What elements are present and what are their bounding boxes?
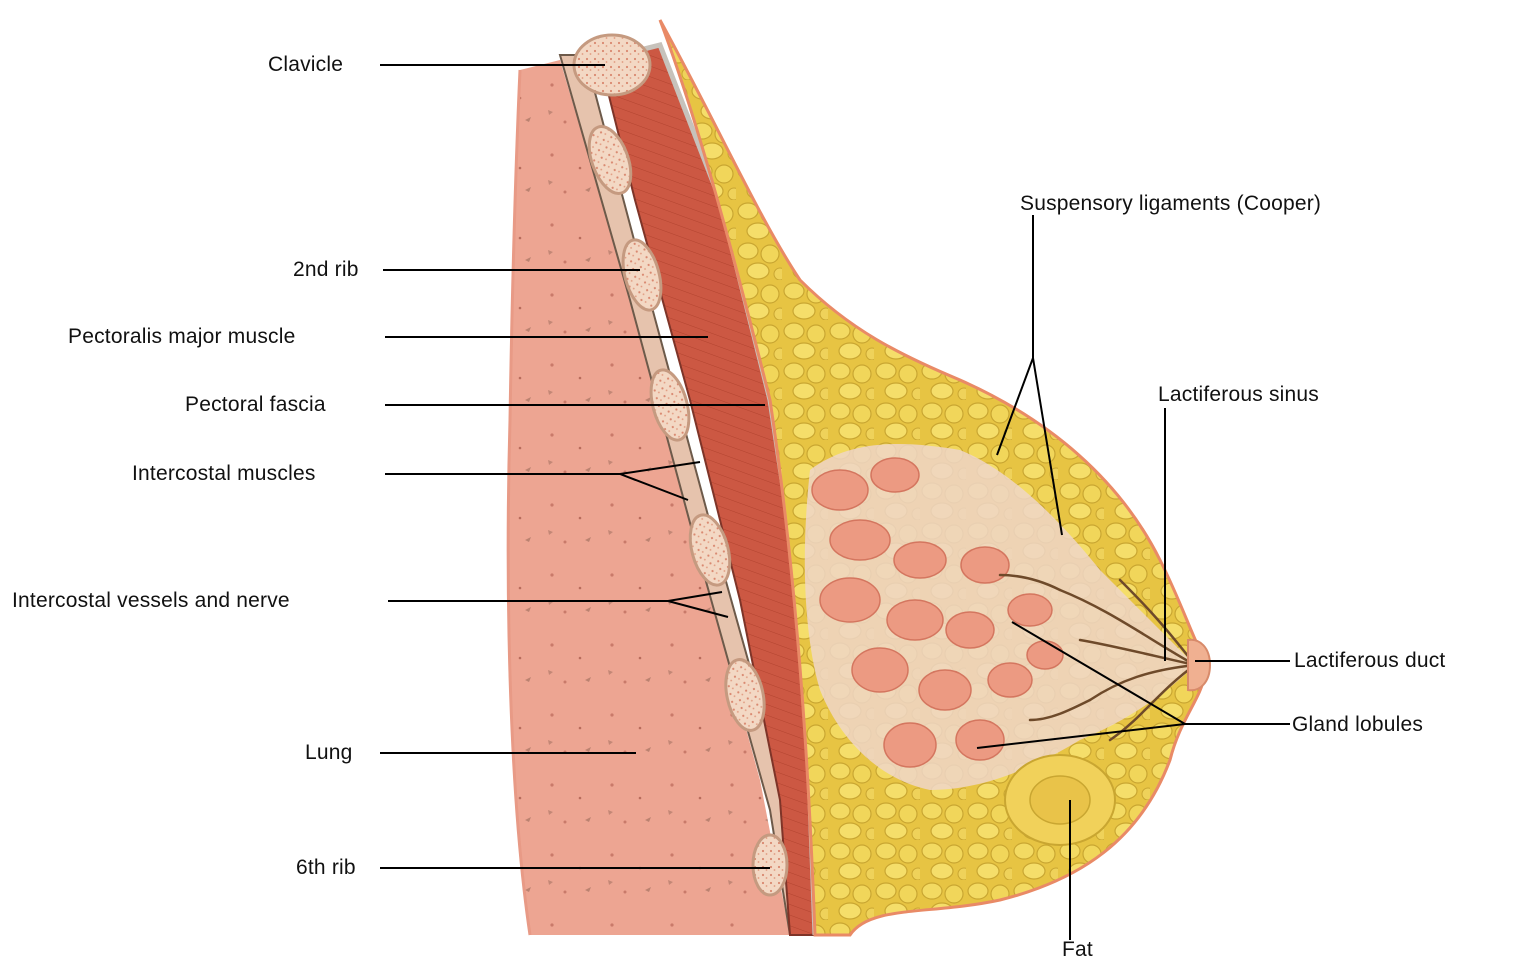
label-pectoral-fascia: Pectoral fascia: [185, 394, 326, 415]
label-fat: Fat: [1062, 939, 1093, 960]
label-intercostal-vessels-nerve: Intercostal vessels and nerve: [12, 590, 290, 611]
label-pectoralis-major: Pectoralis major muscle: [68, 326, 296, 347]
label-intercostal-muscles: Intercostal muscles: [132, 463, 316, 484]
label-suspensory-ligaments: Suspensory ligaments (Cooper): [1020, 193, 1321, 214]
label-clavicle: Clavicle: [268, 54, 343, 75]
label-gland-lobules: Gland lobules: [1292, 714, 1423, 735]
label-lactiferous-duct: Lactiferous duct: [1294, 650, 1445, 671]
label-lung: Lung: [305, 742, 353, 763]
label-6th-rib: 6th rib: [296, 857, 356, 878]
label-2nd-rib: 2nd rib: [293, 259, 359, 280]
label-lactiferous-sinus: Lactiferous sinus: [1158, 384, 1319, 405]
